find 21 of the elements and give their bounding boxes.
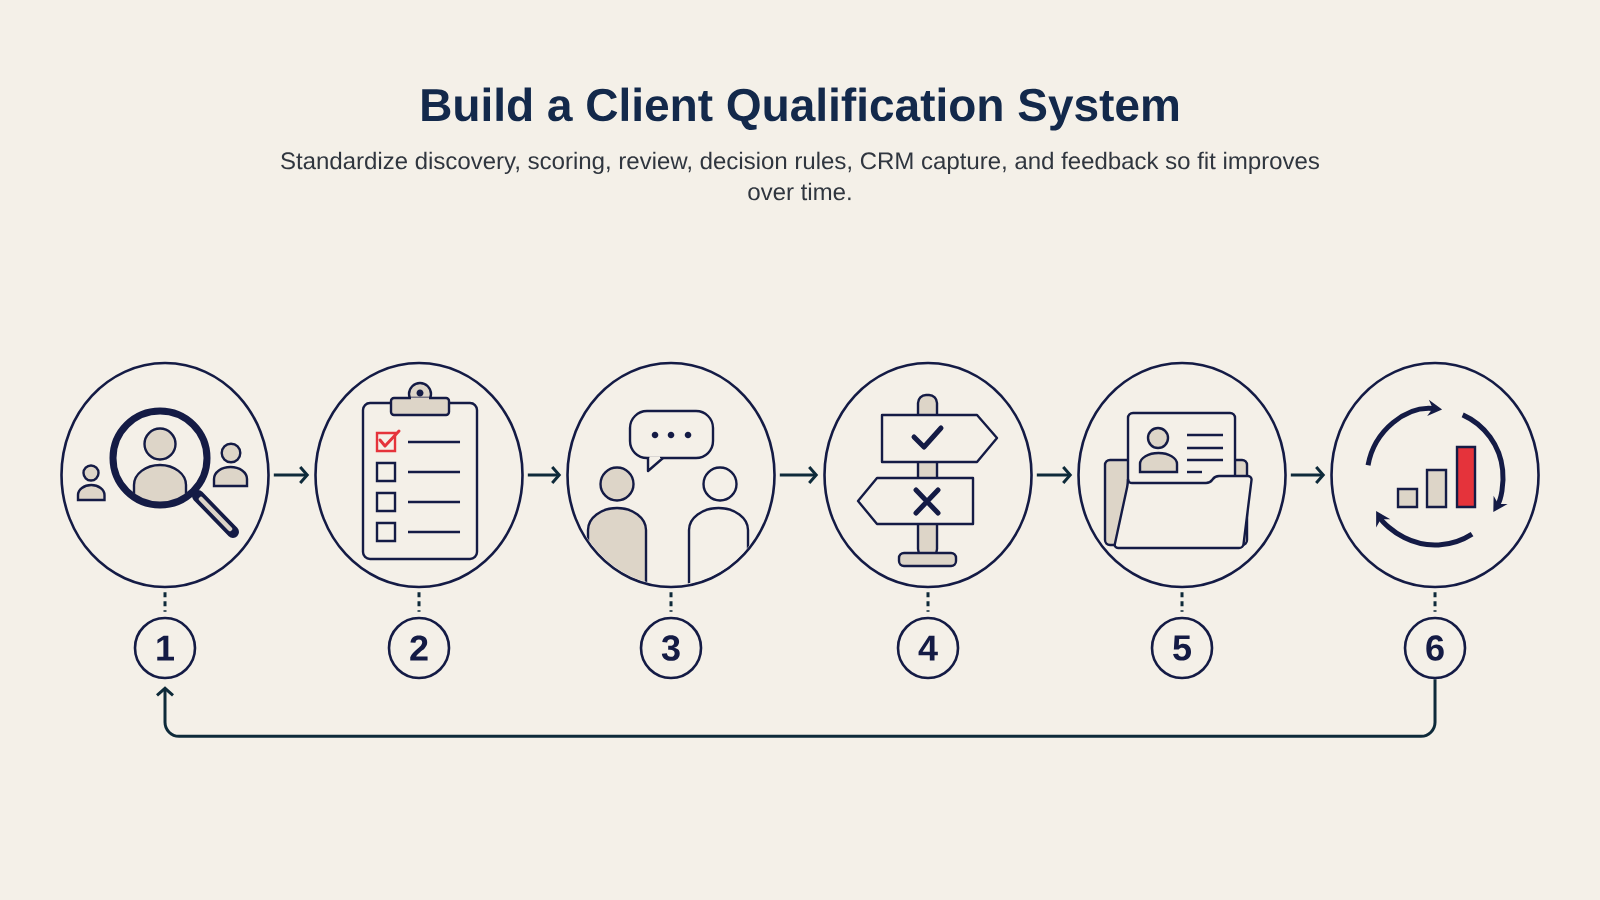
step-number: 6	[1403, 616, 1467, 680]
dotted-line	[669, 592, 673, 612]
arrow	[1290, 466, 1326, 484]
dotted-line	[1180, 592, 1184, 612]
subtitle: Standardize discovery, scoring, review, decision rules, CRM capture, and feedback so fit improves over time.	[281, 151, 1319, 201]
dotted-line	[926, 592, 930, 612]
step-number: 3	[639, 616, 703, 680]
dotted-line	[417, 592, 421, 612]
arrow	[527, 466, 562, 484]
title: Build a Client Qualification System	[422, 87, 1179, 131]
step-number: 2	[387, 616, 451, 680]
return-arrow	[156, 679, 1437, 738]
arrow	[1036, 466, 1073, 484]
step-number: 1	[133, 616, 197, 680]
step-number: 5	[1150, 616, 1214, 680]
step-circle	[1330, 361, 1540, 589]
arrow	[273, 466, 310, 484]
dotted-line	[163, 592, 167, 612]
arrow	[779, 466, 819, 484]
dotted-line	[1433, 592, 1437, 612]
step-number: 4	[896, 616, 960, 680]
